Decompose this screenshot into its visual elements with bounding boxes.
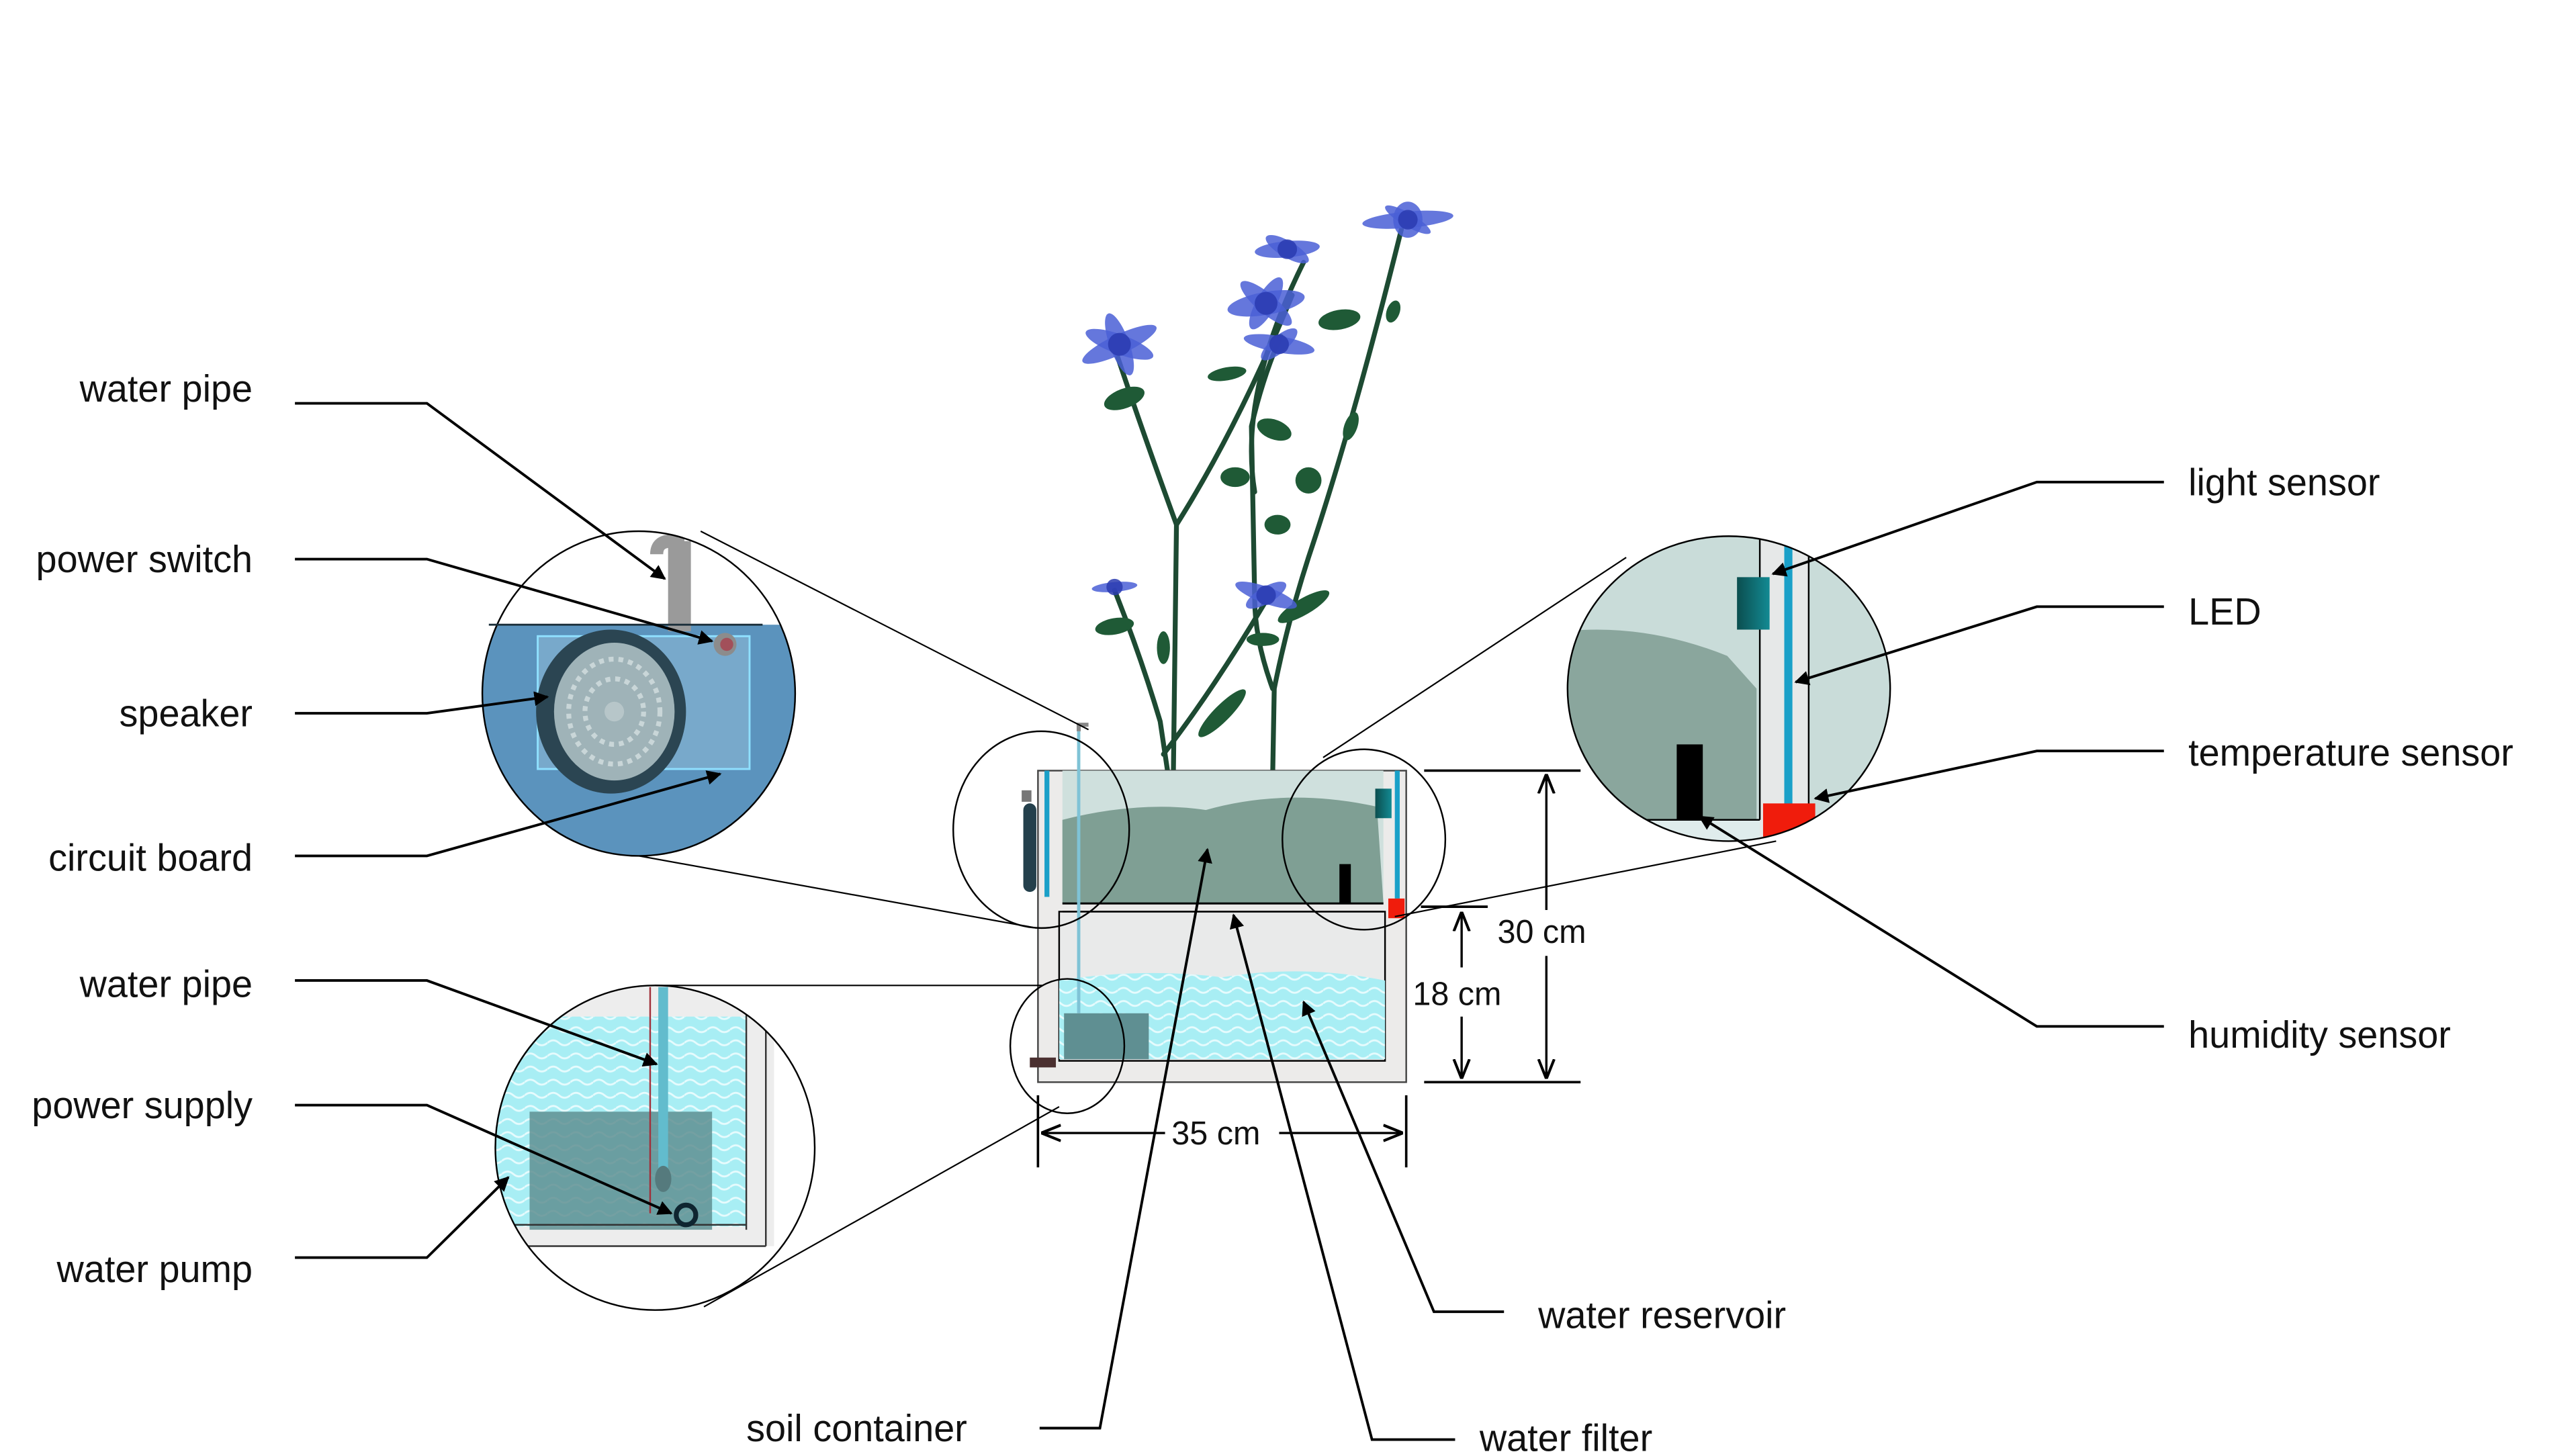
dimension-lines <box>1036 769 1581 1168</box>
label-led: LED <box>2188 590 2261 633</box>
humidity-sensor-block <box>1676 744 1703 820</box>
label-light-sensor: light sensor <box>2188 461 2380 503</box>
label-power-switch: power switch <box>36 538 253 580</box>
dimension-total-height: 30 cm <box>1498 914 1586 950</box>
leader-water-pipe-top <box>295 402 666 580</box>
dimension-reservoir-height: 18 cm <box>1413 976 1501 1012</box>
leader-led <box>1794 605 2164 686</box>
soil-container <box>1062 770 1384 905</box>
magnifier-electronics <box>481 530 797 857</box>
label-temperature-sensor: temperature sensor <box>2188 731 2513 774</box>
magnifier-source-left <box>952 730 1130 929</box>
leader-humidity-sensor <box>1698 815 2164 1028</box>
label-water-pump: water pump <box>56 1248 253 1290</box>
power-supply-icon <box>674 1202 699 1228</box>
leader-water-pump <box>295 1176 510 1259</box>
label-water-filter: water filter <box>1479 1417 1652 1456</box>
pot-assembly <box>1022 723 1407 1083</box>
label-soil-container: soil container <box>746 1407 967 1449</box>
leader-circuit-board <box>295 770 722 858</box>
plant-stems <box>1112 227 1404 790</box>
led-strip <box>1784 544 1793 807</box>
flower <box>1255 234 1320 264</box>
leader-water-pipe-bottom <box>295 979 658 1067</box>
speaker-icon <box>536 629 686 794</box>
label-circuit-board: circuit board <box>48 836 253 878</box>
leader-water-filter <box>1229 913 1455 1441</box>
right-led-strip <box>1394 770 1400 899</box>
leader-speaker <box>295 691 549 715</box>
label-power-supply: power supply <box>32 1084 253 1126</box>
plant-flowers <box>1082 201 1453 609</box>
leader-power-switch <box>295 557 714 645</box>
flower <box>1082 313 1157 375</box>
magnifier-connectors <box>602 531 1777 1308</box>
label-water-pipe-top: water pipe <box>79 367 253 410</box>
flower <box>1362 201 1453 238</box>
leader-power-supply <box>295 1103 673 1215</box>
flower <box>1235 581 1297 609</box>
flower <box>1091 578 1138 596</box>
side-speaker <box>1023 803 1036 893</box>
side-switch <box>1022 790 1032 802</box>
dimension-width: 35 cm <box>1171 1116 1260 1152</box>
leader-lines <box>295 402 2164 1441</box>
left-led-strip <box>1044 770 1050 897</box>
bottom-labels: soil container water filter water reserv… <box>746 1293 1786 1456</box>
magnifier-sensors <box>1566 535 1891 842</box>
label-humidity-sensor: humidity sensor <box>2188 1013 2451 1056</box>
flower <box>1243 328 1315 361</box>
magnifier-source-pump <box>1009 978 1126 1114</box>
label-water-reservoir: water reservoir <box>1537 1293 1786 1336</box>
light-sensor-block <box>1737 577 1770 630</box>
leader-light-sensor <box>1771 480 2164 577</box>
label-speaker: speaker <box>120 692 253 734</box>
label-water-pipe-bottom: water pipe <box>79 962 253 1005</box>
pot-power-plug <box>1030 1057 1057 1068</box>
leader-temperature-sensor <box>1813 749 2164 803</box>
flower <box>1227 277 1305 330</box>
power-switch-icon <box>713 633 737 656</box>
plant-leaves <box>1095 300 1401 737</box>
pot-humidity-sensor <box>1339 864 1351 904</box>
magnifier-source-right <box>1282 748 1447 931</box>
leader-water-reservoir <box>1302 1000 1505 1314</box>
leader-soil-container <box>1039 848 1212 1430</box>
magnifier-pump <box>494 985 816 1311</box>
left-labels: water pipe power switch speaker circuit … <box>32 367 253 1290</box>
right-labels: light sensor LED temperature sensor humi… <box>2188 461 2513 1056</box>
pot-light-sensor <box>1375 788 1392 819</box>
pot-water-pump <box>1064 1013 1149 1060</box>
plant <box>1082 201 1453 790</box>
